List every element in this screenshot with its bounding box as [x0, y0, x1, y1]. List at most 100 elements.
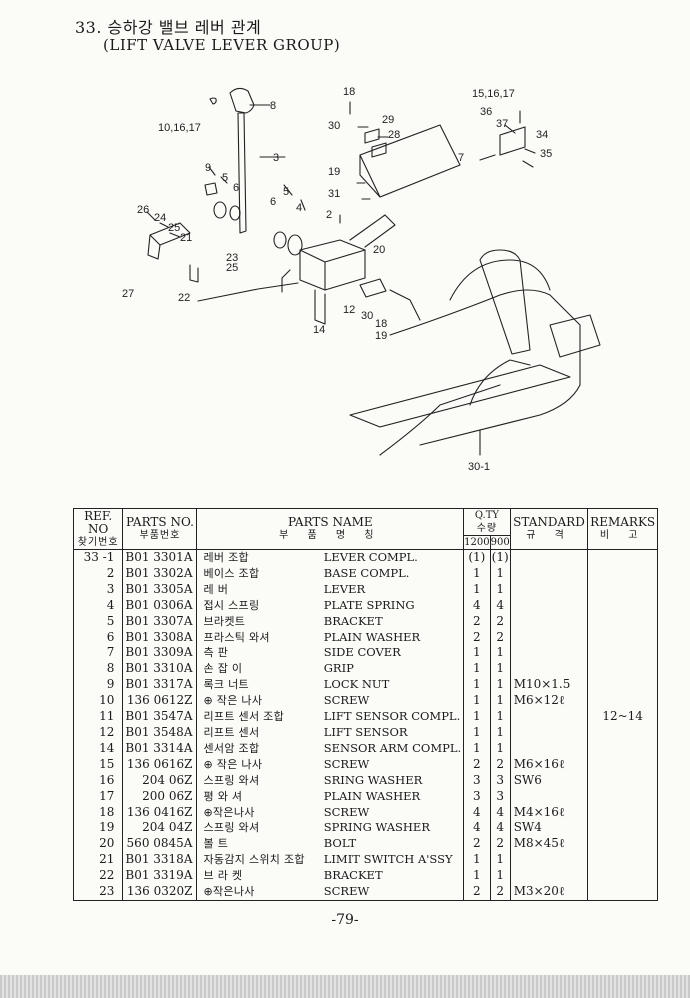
cell-standard [510, 868, 589, 885]
col-header-qty-1200: 1200 [463, 535, 491, 550]
cell-name-korean: 브 라 켓 [203, 869, 243, 883]
cell-name-korean: 브라켓트 [203, 614, 246, 628]
cell-parts-no: 204 06Z [122, 772, 198, 789]
cell-name-english: SIDE COVER [321, 645, 465, 662]
cell-standard [510, 852, 589, 869]
cell-name-korean: 프라스틱 와셔 [203, 630, 270, 644]
col-header-parts-no: PARTS NO. 부품번호 [122, 508, 198, 550]
cell-remarks [588, 884, 658, 900]
diagram-callouts: 8 10,16,17 3 9 5 6 5 6 4 2 26 24 25 21 2… [122, 86, 552, 473]
cell-ref-no: 11 [73, 709, 124, 725]
cell-ref-no: 9 [73, 677, 124, 694]
svg-text:35: 35 [540, 148, 552, 160]
svg-text:23: 23 [226, 252, 238, 264]
cell-standard [510, 613, 589, 630]
svg-text:15,16,17: 15,16,17 [472, 88, 515, 100]
cell-name-english: LIMIT SWITCH A'SSY [321, 852, 465, 869]
cell-name-english: BRACKET [321, 613, 465, 630]
base-arm [281, 269, 291, 293]
cell-standard [510, 740, 589, 757]
header-remarks-en: REMARKS [590, 515, 656, 529]
cell-remarks [588, 630, 658, 646]
cell-name-korean: 평 와 셔 [203, 789, 243, 803]
cell-remarks [588, 852, 658, 868]
cell-remarks [588, 741, 658, 757]
svg-text:27: 27 [122, 288, 134, 300]
svg-text:14: 14 [313, 324, 325, 336]
cell-qty-1200: 1 [463, 581, 491, 598]
cell-name-korean: ⊕작은나사 [203, 885, 255, 899]
cell-name-korean: ⊕작은나사 [203, 805, 255, 819]
cell-name-korean: 스프링 와셔 [203, 821, 260, 835]
cell-ref-no: 8 [73, 661, 124, 678]
cell-remarks [588, 693, 658, 709]
cell-parts-no: B01 3319A [122, 868, 198, 885]
cell-ref-no: 7 [73, 645, 124, 662]
cell-qty-1200: 4 [463, 597, 491, 614]
cell-remarks [588, 661, 658, 677]
svg-text:10,16,17: 10,16,17 [158, 122, 201, 134]
cell-standard: M3×20ℓ [510, 884, 589, 901]
cell-qty-1200: 1 [463, 709, 491, 725]
cell-ref-no: 16 [73, 772, 124, 789]
cell-qty-900: 4 [490, 804, 511, 821]
cell-name-korean: 베이스 조합 [203, 566, 260, 580]
cell-name-korean: 자동감지 스위치 조합 [203, 853, 305, 867]
cell-name-english: LEVER [321, 581, 465, 598]
cell-qty-900: 3 [490, 788, 511, 805]
cell-remarks [588, 757, 658, 773]
svg-text:4: 4 [296, 202, 302, 214]
cell-parts-no: B01 3314A [122, 740, 198, 757]
base-block [299, 239, 366, 291]
svg-text:18: 18 [343, 86, 355, 98]
cell-qty-1200: 1 [463, 677, 491, 694]
plate-spring-1 [213, 201, 227, 219]
cell-name-english: LIFT SENSOR COMPL. [321, 709, 465, 725]
bracket-22 [189, 264, 199, 283]
cell-remarks [588, 582, 658, 598]
cell-parts-no: 136 0320Z [122, 884, 198, 901]
svg-text:25: 25 [226, 262, 238, 274]
cell-standard [510, 581, 589, 598]
cell-qty-1200: 2 [463, 613, 491, 630]
cell-name-english: PLAIN WASHER [321, 629, 465, 646]
frame-tube [449, 259, 551, 301]
cell-standard [510, 788, 589, 805]
cell-name-korean: 리프트 센서 조합 [203, 710, 285, 724]
cell-ref-no: 19 [73, 820, 124, 837]
parts-list-table: REF. NO 찾기번호 PARTS NO. 부품번호 PARTS NAME 부… [72, 508, 658, 901]
col-header-qty-900: 900 [489, 535, 511, 550]
header-parts-no-en: PARTS NO. [125, 515, 194, 529]
cell-parts-no: 136 0616Z [122, 756, 198, 773]
cell-standard: M10×1.5 [510, 677, 589, 694]
cell-name-korean: 측 판 [203, 646, 229, 660]
header-parts-name-en: PARTS NAME [287, 515, 373, 529]
cell-ref-no: 23 [73, 884, 124, 901]
cell-name-korean: ⊕ 작은 나사 [203, 694, 263, 708]
cell-qty-900: 1 [490, 724, 511, 741]
cell-parts-no: 560 0845A [122, 836, 198, 853]
svg-text:6: 6 [233, 182, 239, 194]
cell-name-english: GRIP [321, 661, 465, 678]
cell-name-english: LOCK NUT [321, 677, 465, 694]
cell-qty-900: 1 [490, 581, 511, 598]
lever-rod [237, 112, 247, 234]
cell-name-english: BRACKET [321, 868, 465, 885]
cell-name-english: PLAIN WASHER [321, 788, 465, 805]
cell-name-english: LEVER COMPL. [321, 549, 465, 566]
plate-14 [314, 289, 326, 325]
cell-standard: SW6 [510, 772, 589, 789]
sensor-link [389, 289, 421, 321]
plain-washer-2 [287, 234, 303, 256]
cell-ref-no: 21 [73, 852, 124, 869]
cell-qty-900: 2 [490, 836, 511, 853]
